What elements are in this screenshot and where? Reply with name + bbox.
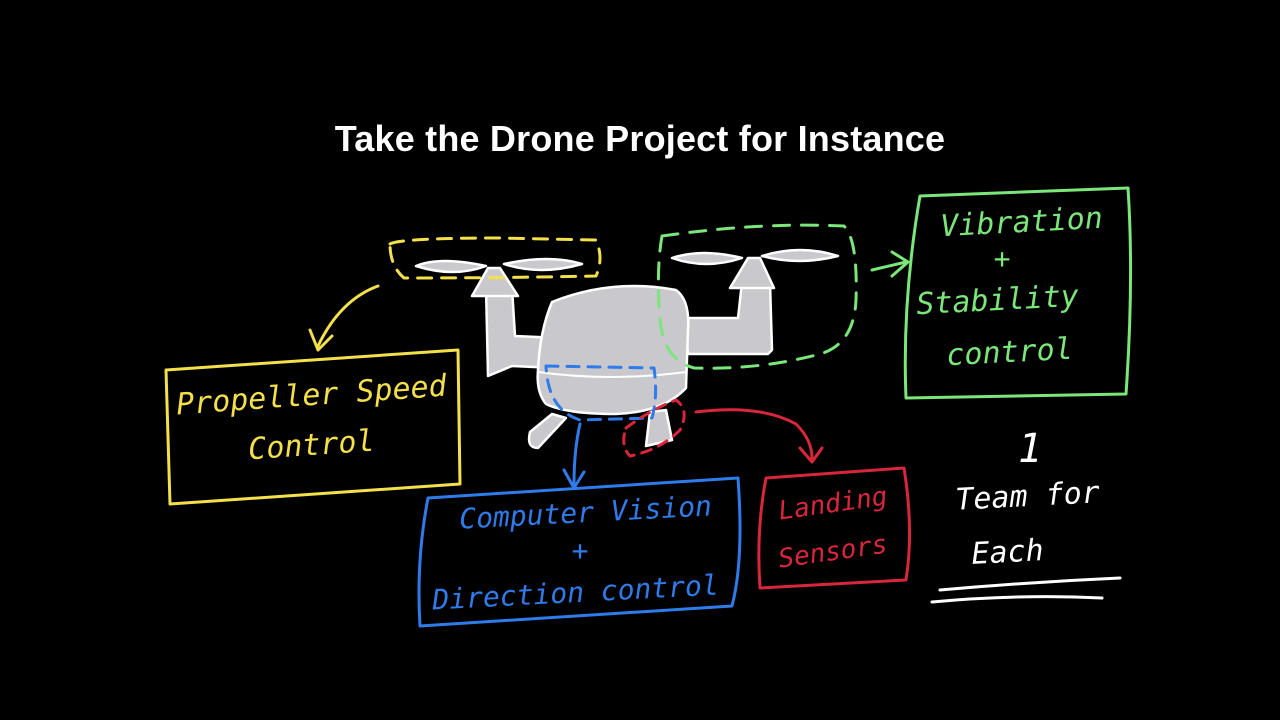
propeller-box: [164, 348, 462, 506]
drone-body-seam: [537, 371, 687, 378]
drone-right-arm: [682, 280, 774, 356]
right-propeller-blade-2: [760, 248, 840, 263]
landing-highlight-outline: [622, 398, 686, 458]
propeller-highlight-outline: [388, 236, 602, 280]
drone-body: [536, 284, 690, 416]
left-propeller-blade-1: [414, 259, 488, 274]
stability-arrowhead: [890, 250, 910, 278]
slide-title: Take the Drone Project for Instance: [334, 118, 946, 159]
vision-label-line1: Computer Vision: [458, 489, 712, 535]
propeller-label-line2: Control: [247, 424, 376, 468]
underline-stroke-1: [938, 576, 1122, 592]
landing-arrow: [694, 408, 814, 460]
drone-left-motor: [470, 266, 520, 298]
landing-box: [757, 466, 912, 590]
landing-label-line2: Sensors: [777, 530, 890, 575]
propeller-arrow: [316, 284, 380, 348]
red-group: [622, 398, 912, 590]
vision-box: [417, 476, 742, 628]
landing-label-line1: Landing: [777, 482, 890, 527]
drone-left-leg: [527, 412, 568, 450]
vibration-box: [903, 186, 1133, 400]
team-note-number: 1: [1018, 426, 1042, 472]
vision-label-line2: +: [572, 534, 589, 567]
blue-group: [417, 364, 742, 628]
vision-highlight-outline: [544, 364, 658, 422]
vibration-label-line4: control: [945, 332, 1073, 374]
drone-right-motor: [728, 256, 776, 290]
right-propeller-blade-1: [670, 251, 744, 266]
drone-illustration: [414, 248, 840, 450]
team-note: 1 Team for Each: [954, 426, 1100, 572]
stability-arrow: [870, 260, 908, 272]
stability-highlight-outline: [656, 223, 858, 370]
underline-stroke-2: [930, 595, 1104, 604]
left-propeller-blade-2: [502, 257, 584, 272]
vibration-label-line2: +: [994, 242, 1011, 275]
landing-arrowhead: [798, 446, 824, 464]
green-group: [656, 186, 1133, 400]
team-note-line2: Each: [971, 533, 1045, 572]
team-note-underline: [930, 576, 1122, 604]
yellow-group: [164, 236, 602, 506]
team-note-line1: Team for: [954, 475, 1100, 518]
propeller-arrowhead: [308, 328, 334, 352]
vision-arrow: [572, 422, 582, 486]
vibration-label-line1: Vibration: [939, 201, 1103, 244]
propeller-label-line1: Propeller Speed: [175, 369, 449, 423]
vibration-label-line3: Stability: [915, 279, 1079, 322]
